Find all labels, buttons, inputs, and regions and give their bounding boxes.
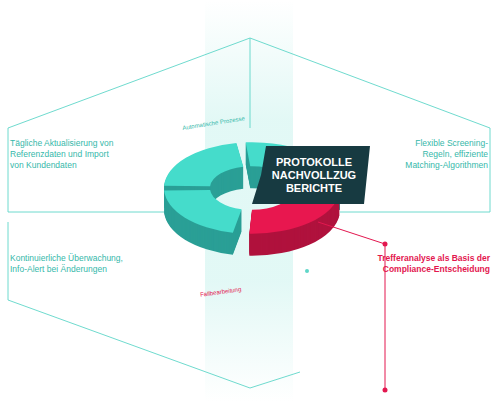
feature-text: Trefferanalyse als Basis der Compliance-… (376, 253, 490, 275)
frame-line (250, 38, 251, 128)
feature-text: Tägliche Aktualisierung von Referenzdate… (10, 138, 114, 171)
feature-text: Kontinuierliche Überwachung, Info-Alert … (10, 253, 140, 275)
frame-lines (8, 38, 490, 388)
frame-line (250, 38, 490, 212)
leader-dot (383, 388, 388, 393)
tag-outline (252, 146, 370, 204)
ring-segment (164, 191, 241, 234)
feature-text: Flexible Screening-Regeln, effiziente Ma… (386, 138, 488, 171)
tag-box: PROTOKOLLE NACHVOLLZUG BERICHTE (252, 146, 370, 204)
ring-segment (164, 144, 243, 187)
leader-dot (383, 242, 388, 247)
leader-line (318, 222, 385, 390)
ring-segment (164, 143, 243, 186)
leader-dot (305, 269, 309, 273)
tag-text: PROTOKOLLE NACHVOLLZUG BERICHTE (266, 156, 362, 195)
ring-segment (164, 190, 241, 233)
frame-line (250, 372, 300, 388)
